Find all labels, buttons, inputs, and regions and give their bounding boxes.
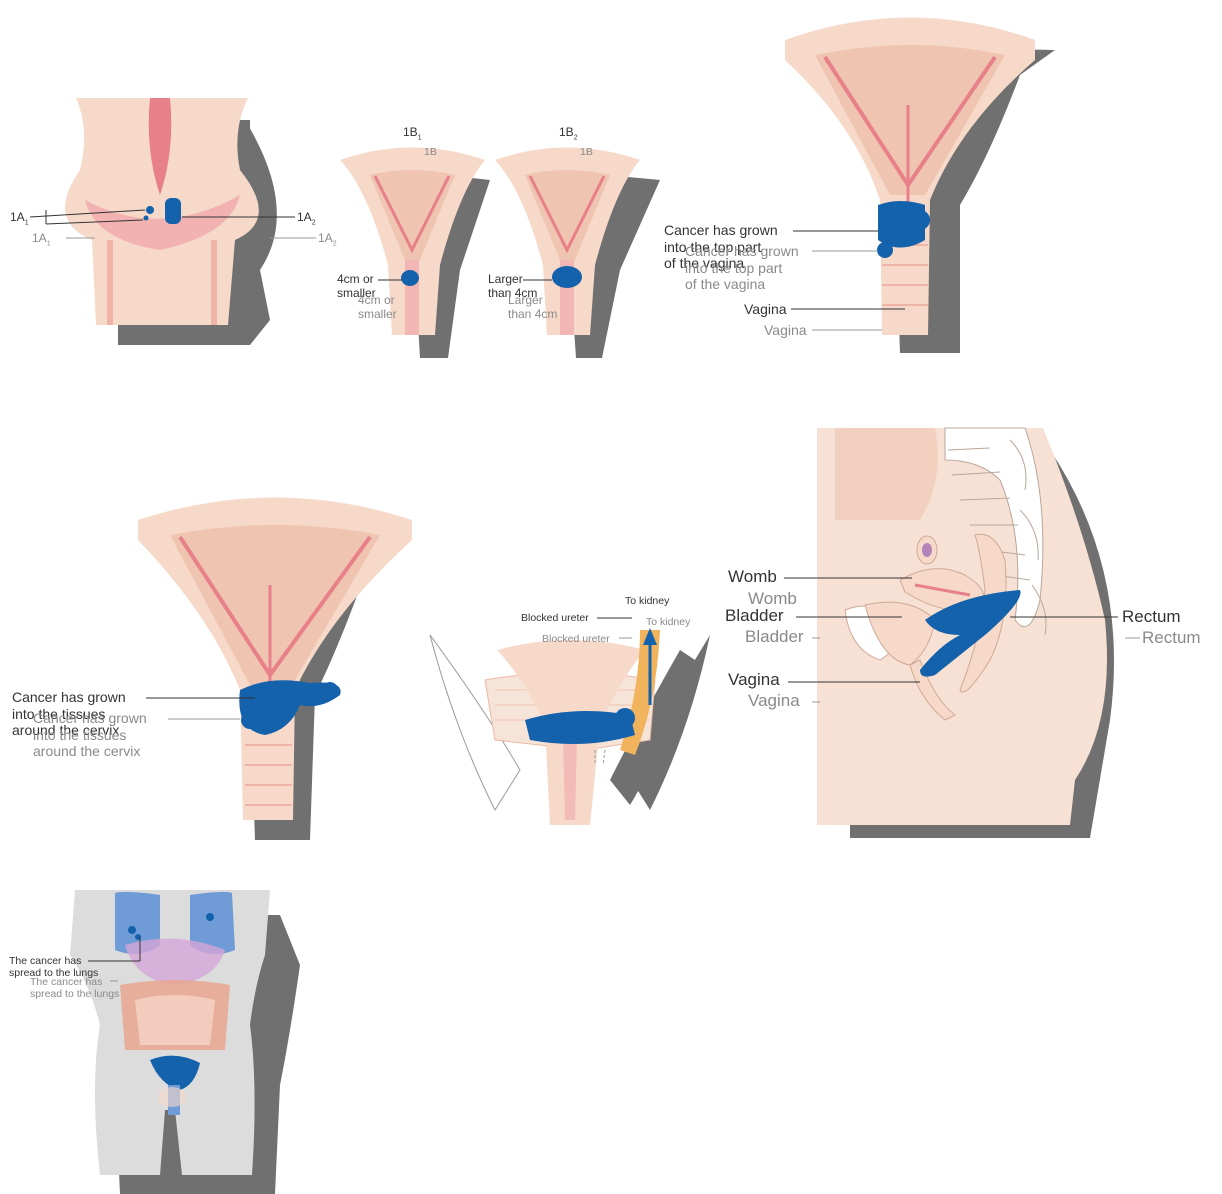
ghost-1b2: 1B xyxy=(580,146,593,158)
label-rectum: Rectum xyxy=(1122,607,1181,627)
ghost-cancer-tissues: Cancer has grown into the tissues around… xyxy=(33,710,147,760)
heading-1b1: 1B1 xyxy=(403,125,422,143)
label-vagina-side: Vagina xyxy=(728,670,780,690)
side-view-diagram: Womb Womb Bladder Bladder Vagina Vagina … xyxy=(720,420,1215,845)
ghost-vagina-side: Vagina xyxy=(748,691,800,711)
cancer-lung-right xyxy=(206,913,214,921)
ghost-to-kidney: To kidney xyxy=(646,616,690,628)
cancer-1a2 xyxy=(165,198,181,224)
ghost-larger-than-4cm: Larger than 4cm xyxy=(508,293,557,321)
stage-1b-illustration xyxy=(330,120,670,365)
ghost-blocked-ureter: Blocked ureter xyxy=(542,633,610,645)
ghost-1b1: 1B xyxy=(424,146,437,158)
stage-1b-diagram: 1B1 1B2 1B 1B 4cm or smaller 4cm or smal… xyxy=(330,120,670,365)
ghost-vagina: Vagina xyxy=(764,322,807,339)
cancer-lung-left xyxy=(128,926,136,934)
stage-1a-diagram: 1A1 1A2 1A1 1A2 xyxy=(0,90,340,350)
label-bladder: Bladder xyxy=(725,606,784,626)
ghost-rectum: Rectum xyxy=(1142,628,1201,648)
stage-1a-illustration xyxy=(0,90,340,350)
ghost-cancer-vagina: Cancer has grown into the top part of th… xyxy=(685,243,799,293)
label-to-kidney: To kidney xyxy=(625,595,669,607)
lungs-spread-illustration xyxy=(0,885,310,1194)
label-1a2: 1A2 xyxy=(297,210,316,228)
vagina-spread-illustration xyxy=(660,5,1070,360)
cervix-tissues-illustration xyxy=(0,485,420,845)
label-1a1: 1A1 xyxy=(10,210,29,228)
ghost-4cm-or-smaller: 4cm or smaller xyxy=(358,293,397,321)
blocked-ureter-illustration xyxy=(425,590,715,850)
lungs-spread-diagram: The cancer has spread to the lungs The c… xyxy=(0,885,310,1194)
cervix-tissues-diagram: Cancer has grown into the tissues around… xyxy=(0,485,420,845)
cancer-1b1 xyxy=(401,270,419,286)
blocked-ureter-diagram: To kidney To kidney Blocked ureter Block… xyxy=(425,590,715,850)
label-blocked-ureter: Blocked ureter xyxy=(521,612,589,624)
heading-1b2: 1B2 xyxy=(559,125,578,143)
label-vagina: Vagina xyxy=(744,301,787,318)
vagina-spread-diagram: Cancer has grown into the top part of th… xyxy=(660,5,1070,360)
cancer-1b2 xyxy=(552,266,582,288)
ghost-bladder: Bladder xyxy=(745,627,804,647)
cancer-1a1 xyxy=(146,206,154,214)
label-womb: Womb xyxy=(728,567,777,587)
ghost-1a1: 1A1 xyxy=(32,231,51,249)
ghost-lungs: The cancer has spread to the lungs xyxy=(30,976,119,1001)
